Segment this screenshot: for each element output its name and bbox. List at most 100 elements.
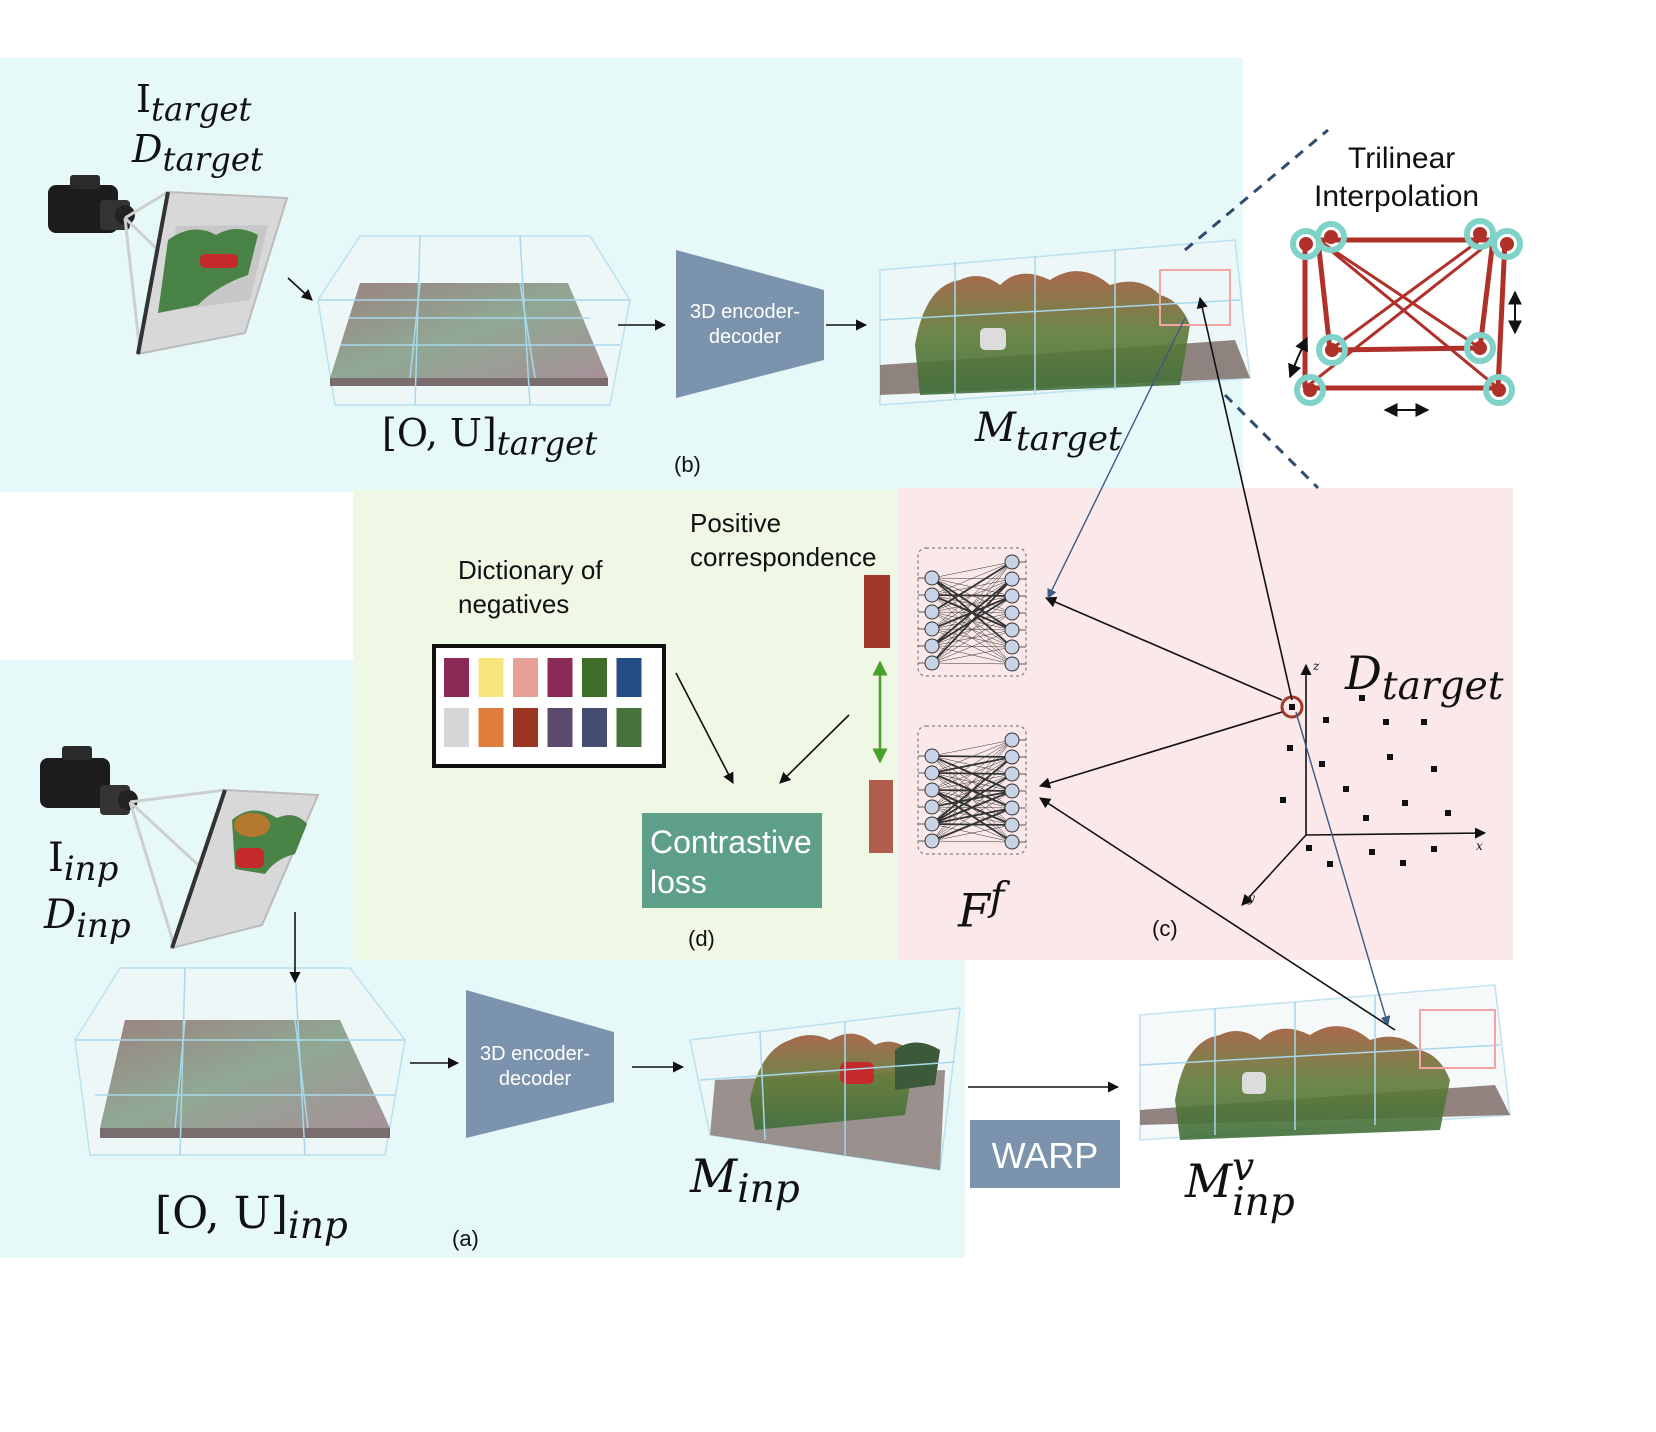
negative-swatch: [513, 658, 538, 697]
positive-label-line2: correspondence: [690, 542, 876, 573]
image-plane-target: [125, 192, 287, 354]
pointcloud-point: [1306, 845, 1312, 851]
positive-label-line1: Positive: [690, 508, 781, 539]
memory-inp-warped-volume: [1140, 985, 1510, 1140]
network-node: [1005, 750, 1019, 764]
contrastive-loss-line1: Contrastive: [650, 824, 812, 861]
network-node: [925, 800, 939, 814]
pointcloud-point: [1369, 849, 1375, 855]
network-node: [1005, 657, 1019, 671]
network-node: [1005, 818, 1019, 832]
pointcloud-point: [1402, 800, 1408, 806]
memory-inp-volume: [690, 1008, 960, 1170]
label-image-target: Itarget: [136, 80, 251, 126]
label-memory-inp-warped: Mvinp: [1185, 1150, 1295, 1220]
panel-c-tag: (c): [1152, 916, 1178, 942]
network-node: [1005, 784, 1019, 798]
network-node: [1005, 572, 1019, 586]
pointcloud-point: [1383, 719, 1389, 725]
trilinear-title-line2: Interpolation: [1314, 180, 1479, 214]
label-depth-inp: Dinp: [44, 895, 131, 943]
occupancy-grid-inp: [75, 968, 405, 1155]
trilinear-title-line1: Trilinear: [1348, 142, 1455, 176]
network-node: [925, 588, 939, 602]
negative-swatch: [444, 708, 469, 747]
label-depth-target: Dtarget: [132, 130, 263, 176]
encoder-decoder-inp-label: 3D encoder-decoder: [468, 1042, 602, 1092]
network-node: [1005, 555, 1019, 569]
feature-network-inp: [918, 726, 1026, 854]
negative-swatch: [444, 658, 469, 697]
occupancy-grid-target: [318, 236, 630, 405]
network-node: [925, 783, 939, 797]
pointcloud-point: [1343, 786, 1349, 792]
network-node: [1005, 640, 1019, 654]
negative-swatch: [548, 708, 573, 747]
pointcloud-axis-y: y: [1248, 892, 1255, 904]
pointcloud-axis-x: x: [1476, 840, 1483, 852]
label-feature-network: Ff: [958, 878, 1004, 933]
pointcloud-point: [1421, 719, 1427, 725]
label-occupancy-target: [O, U]target: [382, 414, 597, 460]
encoder-decoder-target-label: 3D encoder-decoder: [678, 300, 812, 350]
pointcloud-point: [1327, 861, 1333, 867]
pointcloud-point: [1363, 815, 1369, 821]
network-node: [925, 749, 939, 763]
panel-a-tag: (a): [452, 1226, 479, 1252]
negative-swatch: [513, 708, 538, 747]
network-node: [925, 766, 939, 780]
camera-inp-icon: [40, 746, 138, 815]
label-pointcloud-target: Dtarget: [1345, 650, 1503, 706]
network-node: [925, 605, 939, 619]
contrastive-loss-line2: loss: [650, 864, 707, 901]
panel-d-tag: (d): [688, 926, 715, 952]
network-node: [1005, 623, 1019, 637]
negative-swatch: [617, 708, 642, 747]
network-node: [925, 622, 939, 636]
network-node: [925, 656, 939, 670]
pointcloud-point: [1287, 745, 1293, 751]
feature-network-target: [918, 548, 1026, 676]
network-node: [1005, 801, 1019, 815]
memory-target-volume: [880, 240, 1250, 405]
pointcloud-point: [1400, 860, 1406, 866]
image-plane-inp: [130, 790, 318, 948]
negative-swatch: [617, 658, 642, 697]
negative-swatch: [582, 658, 607, 697]
label-image-inp: Iinp: [48, 838, 118, 886]
negative-swatch: [479, 658, 504, 697]
positive-feature-bar-inp: [869, 780, 893, 853]
network-node: [1005, 835, 1019, 849]
network-node: [925, 817, 939, 831]
label-occupancy-inp: [O, U]inp: [155, 1192, 348, 1244]
panel-b-tag: (b): [674, 452, 701, 478]
negative-swatch: [582, 708, 607, 747]
pointcloud-point: [1431, 846, 1437, 852]
positive-feature-bar-target: [864, 575, 890, 648]
network-node: [925, 639, 939, 653]
pointcloud-point: [1323, 717, 1329, 723]
label-memory-inp: Minp: [690, 1153, 800, 1209]
network-node: [1005, 733, 1019, 747]
camera-target-icon: [48, 175, 135, 233]
network-node: [925, 834, 939, 848]
network-node: [1005, 589, 1019, 603]
pointcloud-point: [1431, 766, 1437, 772]
dictionary-label-line2: negatives: [458, 589, 569, 620]
pointcloud-point: [1387, 754, 1393, 760]
network-node: [1005, 606, 1019, 620]
network-node: [1005, 767, 1019, 781]
negative-swatch: [479, 708, 504, 747]
dictionary-label-line1: Dictionary of: [458, 555, 603, 586]
warp-label: WARP: [970, 1135, 1120, 1177]
pointcloud-point: [1280, 797, 1286, 803]
trilinear-cube: [1305, 240, 1505, 388]
pointcloud-point: [1319, 761, 1325, 767]
pointcloud-point: [1445, 810, 1451, 816]
pointcloud-axis-z: z: [1313, 660, 1319, 672]
network-node: [925, 571, 939, 585]
label-memory-target: Mtarget: [975, 408, 1122, 456]
loss-input-arrows: [676, 673, 849, 783]
negative-swatch: [548, 658, 573, 697]
pointcloud-query-marker: [1289, 704, 1295, 710]
